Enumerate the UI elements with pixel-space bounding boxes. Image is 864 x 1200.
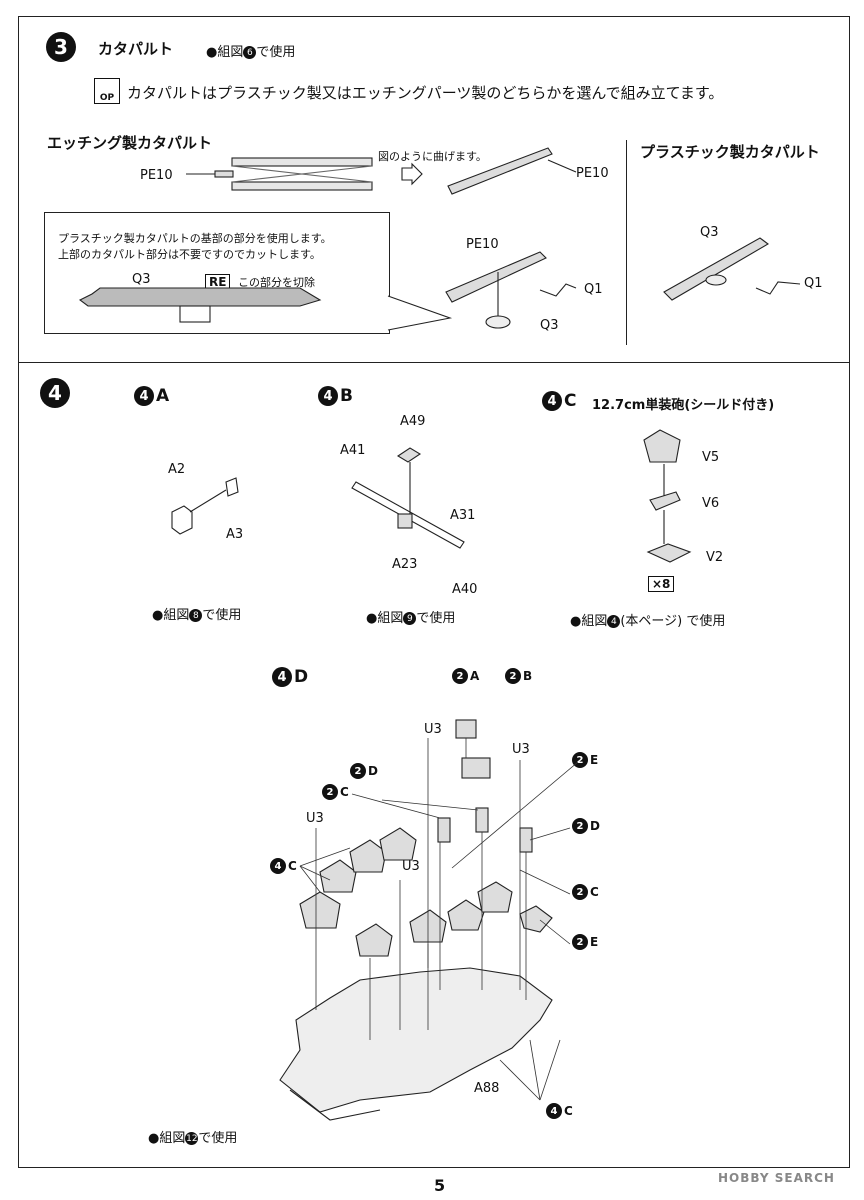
gun-turret — [477, 881, 513, 913]
label-a3: A3 — [226, 527, 244, 542]
box-note-line2: 上部のカタパルト部分は不要ですのでカットします。 — [58, 248, 321, 261]
column-divider — [626, 140, 627, 345]
label-a2: A2 — [168, 462, 186, 477]
label-u3: U3 — [402, 859, 420, 874]
v2-gun-base — [646, 543, 692, 563]
part-2d — [475, 807, 489, 833]
option-part-icon: OP — [94, 78, 120, 104]
re-tag: RE — [205, 271, 231, 290]
label-v5: V5 — [702, 450, 720, 465]
label-q1: Q1 — [804, 276, 823, 291]
sub-4c-title: 12.7cm単装砲(シールド付き) — [592, 398, 775, 413]
step3-instruction: カタパルトはプラスチック製又はエッチングパーツ製のどちらかを選んで組み立てます。 — [127, 84, 724, 102]
page-number: 5 — [434, 1176, 446, 1195]
label-q3: Q3 — [540, 318, 559, 333]
pe10-flat-part — [186, 157, 373, 191]
sub-4d-usage: ●組図12で使用 — [148, 1131, 238, 1146]
label-u3: U3 — [424, 722, 442, 737]
a3-part — [225, 477, 239, 497]
v5-gun-shield — [643, 429, 681, 463]
label-u3: U3 — [512, 742, 530, 757]
part-2c — [437, 817, 451, 843]
plastic-title: プラスチック製カタパルト — [640, 143, 820, 161]
part-2a — [455, 719, 477, 739]
part-2b — [461, 757, 491, 779]
cut-note: この部分を切除 — [238, 276, 315, 289]
gun-turret — [447, 899, 485, 931]
v6-gun-barrel — [649, 491, 681, 511]
gun-turret — [299, 891, 341, 929]
label-u3: U3 — [306, 811, 324, 826]
quantity-tag: ×8 — [648, 576, 675, 592]
box-note-line1: プラスチック製カタパルトの基部の部分を使用します。 — [58, 232, 332, 245]
a49-part — [396, 447, 422, 463]
plastic-catapult — [663, 237, 769, 301]
part-2e — [519, 905, 553, 933]
label-a88: A88 — [474, 1081, 500, 1096]
label-q3: Q3 — [700, 225, 719, 240]
label-a41: A41 — [340, 443, 366, 458]
arrow-right-icon — [401, 162, 423, 186]
etching-title: エッチング製カタパルト — [47, 134, 213, 152]
label-q1: Q1 — [584, 282, 603, 297]
step3-title: カタパルト — [98, 40, 174, 58]
label-a49: A49 — [400, 414, 426, 429]
page-frame — [18, 16, 850, 1168]
label-q3: Q3 — [132, 272, 151, 287]
label-a40: A40 — [452, 582, 478, 597]
label-v6: V6 — [702, 496, 720, 511]
step4-badge: 4 — [40, 378, 70, 408]
label-v2: V2 — [706, 550, 724, 565]
label-pe10: PE10 — [576, 166, 609, 181]
gun-turret — [379, 827, 417, 861]
pe10-bent-part — [447, 147, 553, 195]
step3-badge: 3 — [46, 32, 76, 62]
label-a31: A31 — [450, 508, 476, 523]
label-pe10: PE10 — [140, 168, 173, 183]
label-a23: A23 — [392, 557, 418, 572]
label-pe10: PE10 — [466, 237, 499, 252]
etching-catapult-assembled — [445, 251, 547, 303]
q3-base-part — [78, 287, 322, 307]
section-divider — [18, 362, 850, 363]
cut-instruction-box — [44, 212, 390, 334]
gun-turret — [319, 859, 357, 893]
watermark: HOBBY SEARCH — [718, 1171, 835, 1185]
gun-turret — [355, 923, 393, 957]
a88-deck-part — [279, 967, 553, 1113]
gun-turret — [349, 839, 387, 873]
a2-part — [171, 505, 193, 535]
bend-note: 図のように曲げます。 — [378, 150, 487, 163]
